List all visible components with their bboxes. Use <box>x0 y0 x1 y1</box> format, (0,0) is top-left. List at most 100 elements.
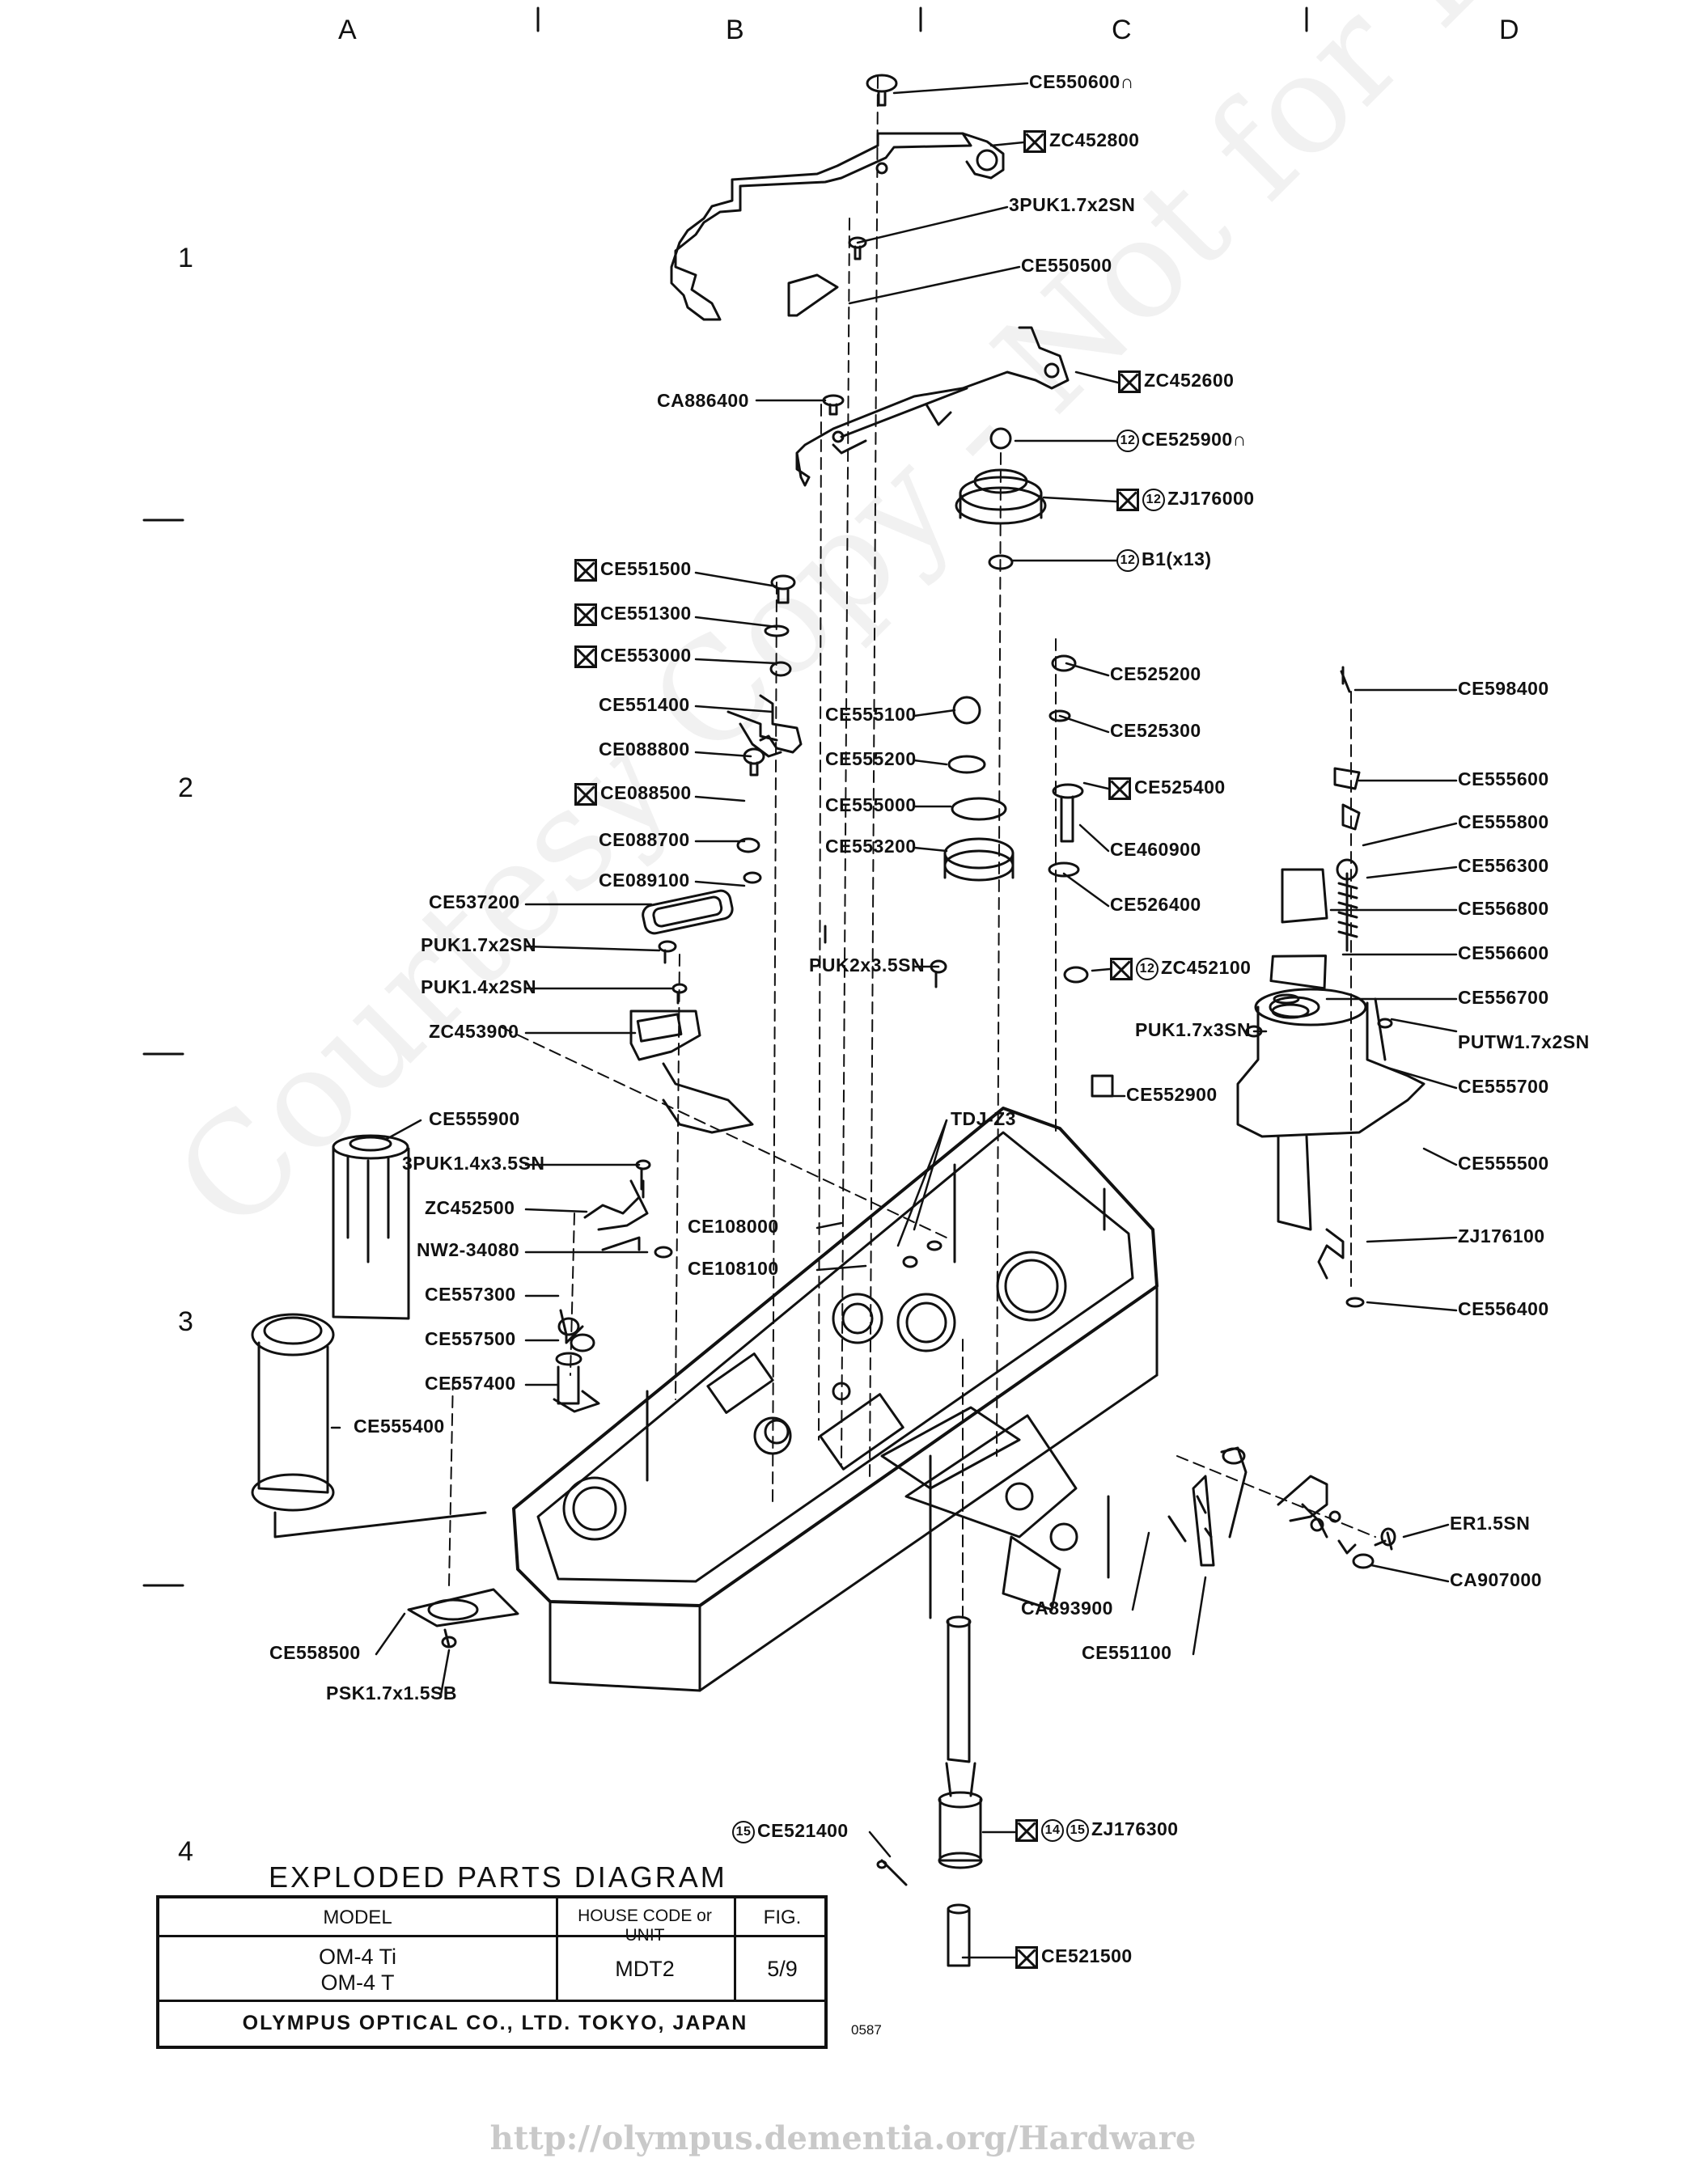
leader-line <box>913 709 956 717</box>
footer-url: http://olympus.dementia.org/Hardware <box>489 2119 1197 2157</box>
part-label: CE089100 <box>599 870 690 891</box>
axis-line <box>448 1374 454 1586</box>
new-part-marker-icon <box>574 558 597 582</box>
part-label: ZJ176100 <box>1458 1225 1545 1246</box>
part-label: CE552900 <box>1126 1084 1218 1105</box>
part-label: CE460900 <box>1110 839 1201 860</box>
leader-line <box>989 141 1025 147</box>
part-label: CE555000 <box>825 794 917 815</box>
part-label: CE555100 <box>825 704 917 725</box>
drawing-number: 0587 <box>851 2022 882 2038</box>
leader-line <box>375 1612 406 1656</box>
part-label: CE555900 <box>429 1108 520 1129</box>
new-part-marker-icon <box>1015 1818 1038 1842</box>
left-column-parts <box>251 694 827 1648</box>
part-label: CE555400 <box>354 1416 445 1437</box>
part-label: CE556300 <box>1458 855 1549 876</box>
axis-line <box>570 1213 575 1376</box>
part-label: CE551300 <box>574 603 692 626</box>
leader-line <box>868 1831 892 1858</box>
model-value-line2: OM-4 T <box>320 1970 395 1995</box>
part-group-number-icon: 12 <box>1136 957 1159 980</box>
code-header: HOUSE CODE or UNIT <box>578 1907 712 1945</box>
part-label: CE526400 <box>1110 894 1201 915</box>
leader-line <box>1366 1301 1458 1312</box>
leader-line <box>1402 1523 1450 1539</box>
leader-line <box>1065 662 1110 677</box>
leader-line <box>1370 1564 1450 1583</box>
part-label: CE550600∩ <box>1029 71 1134 92</box>
part-label: CE525400 <box>1108 777 1226 800</box>
leader-line <box>694 751 752 758</box>
new-part-marker-icon <box>1116 488 1139 511</box>
axis-line <box>818 404 822 1441</box>
table-divider <box>159 1935 824 1937</box>
leader-line <box>694 795 746 802</box>
part-label: 3PUK1.7x2SN <box>1009 194 1136 215</box>
leader-line <box>848 265 1021 305</box>
axis-line <box>1176 1455 1376 1538</box>
leader-line <box>896 1119 948 1247</box>
leader-line <box>1074 370 1120 384</box>
axis-line <box>675 954 680 1400</box>
part-label: PUK1.7x3SN <box>1135 1019 1252 1040</box>
leader-line <box>815 1221 843 1230</box>
part-label: CE555600 <box>1458 768 1549 789</box>
part-label: CE525300 <box>1110 720 1201 741</box>
leader-line <box>1042 496 1118 503</box>
leader-line <box>1390 1018 1458 1033</box>
part-label: CE551500 <box>574 558 692 582</box>
diagram-title: EXPLODED PARTS DIAGRAM <box>269 1860 727 1894</box>
new-part-marker-icon <box>574 603 597 626</box>
new-part-marker-icon <box>1110 957 1133 980</box>
leader-line <box>856 205 1009 244</box>
leader-line <box>694 658 778 665</box>
part-label: CE558500 <box>269 1642 361 1663</box>
part-label: PUK1.4x2SN <box>421 976 537 997</box>
part-label: CE555500 <box>1458 1153 1549 1174</box>
part-label: CE088700 <box>599 829 690 850</box>
lower-shaft-assembly <box>880 1475 1215 1967</box>
part-label: CE598400 <box>1458 678 1549 699</box>
part-label: CE557400 <box>425 1373 516 1394</box>
leader-line <box>892 82 1029 95</box>
part-label: PUK2x3.5SN <box>809 954 926 976</box>
grid-column-d: D <box>1499 15 1519 45</box>
part-group-number-icon: 12 <box>1116 429 1139 452</box>
leader-line <box>1131 1531 1150 1611</box>
part-label: CA907000 <box>1450 1569 1542 1590</box>
leader-line <box>1192 1576 1207 1656</box>
grid-column-b: B <box>726 15 744 45</box>
axis-line <box>996 452 1002 1457</box>
leader-line <box>913 846 948 853</box>
part-label: CE088500 <box>574 782 692 806</box>
part-label: ER1.5SN <box>1450 1513 1531 1534</box>
leader-line <box>694 880 746 887</box>
part-label: ZC452600 <box>1118 370 1234 393</box>
grid-column-a: A <box>338 15 357 45</box>
table-divider <box>734 1898 736 2000</box>
leader-line <box>385 1119 422 1141</box>
axis-line <box>841 218 850 1465</box>
part-group-number-icon: 12 <box>1116 548 1139 572</box>
part-label: ZC452800 <box>1023 129 1139 153</box>
leader-line <box>694 571 778 588</box>
leader-line <box>1366 866 1458 879</box>
part-label: NW2-34080 <box>417 1239 520 1260</box>
axis-line <box>501 1026 947 1238</box>
model-value-line1: OM-4 Ti <box>318 1945 396 1969</box>
part-group-number-icon: 15 <box>1066 1818 1089 1842</box>
table-divider <box>159 2000 824 2002</box>
grid-column-c: C <box>1112 15 1132 45</box>
fig-value: 5/9 <box>767 1957 798 1981</box>
fig-header: FIG. <box>763 1907 802 1928</box>
table-divider <box>556 1898 558 2000</box>
code-value: MDT2 <box>615 1957 675 1981</box>
